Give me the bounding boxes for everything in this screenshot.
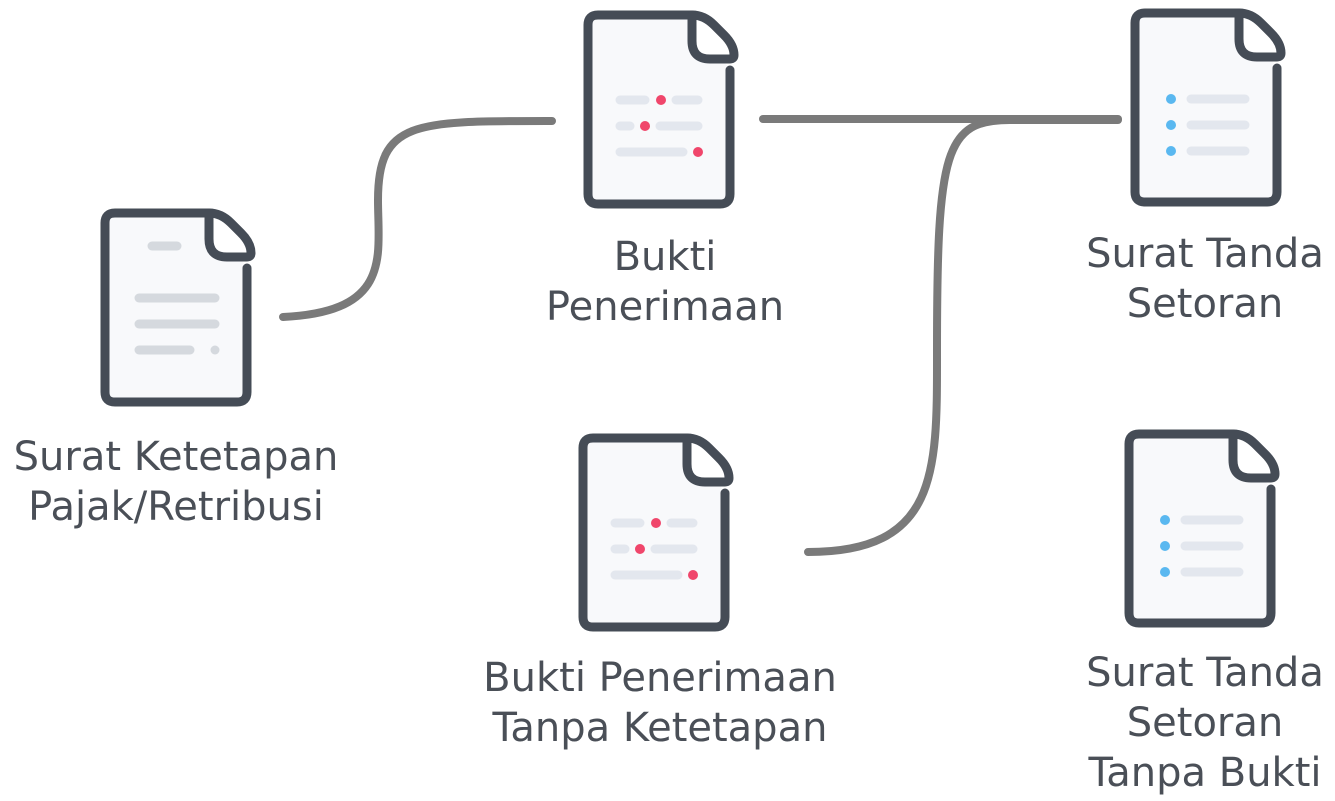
- label-line: Bukti: [613, 234, 717, 280]
- node-label-skp: Surat Ketetapan Pajak/Retribusi: [0, 432, 352, 532]
- label-line: Setoran: [1126, 700, 1284, 746]
- label-line: Pajak/Retribusi: [28, 484, 324, 530]
- label-line: Bukti Penerimaan: [483, 655, 837, 701]
- label-line: Setoran: [1126, 281, 1284, 327]
- document-red-dots-icon: [580, 7, 750, 217]
- node-label-sts: Surat Tanda Setoran: [1075, 229, 1335, 329]
- connector-bptk-to-sts: [804, 116, 1122, 556]
- node-label-ststb: Surat Tanda Setoran Tanpa Bukti: [1075, 648, 1335, 798]
- document-red-dots-icon: [575, 430, 745, 640]
- label-line: Tanpa Ketetapan: [492, 705, 828, 751]
- document-list-icon: [1121, 426, 1291, 636]
- node-label-bptk: Bukti Penerimaan Tanpa Ketetapan: [460, 653, 860, 753]
- document-text-icon: [97, 205, 267, 415]
- label-line: Surat Ketetapan: [13, 434, 339, 480]
- document-list-icon: [1127, 5, 1297, 215]
- label-line: Penerimaan: [545, 284, 785, 330]
- label-line: Surat Tanda: [1086, 650, 1324, 696]
- node-label-bp: Bukti Penerimaan: [495, 232, 835, 332]
- connector-skp-to-bp: [279, 116, 556, 321]
- label-line: Tanpa Bukti: [1088, 750, 1322, 796]
- label-line: Surat Tanda: [1086, 231, 1324, 277]
